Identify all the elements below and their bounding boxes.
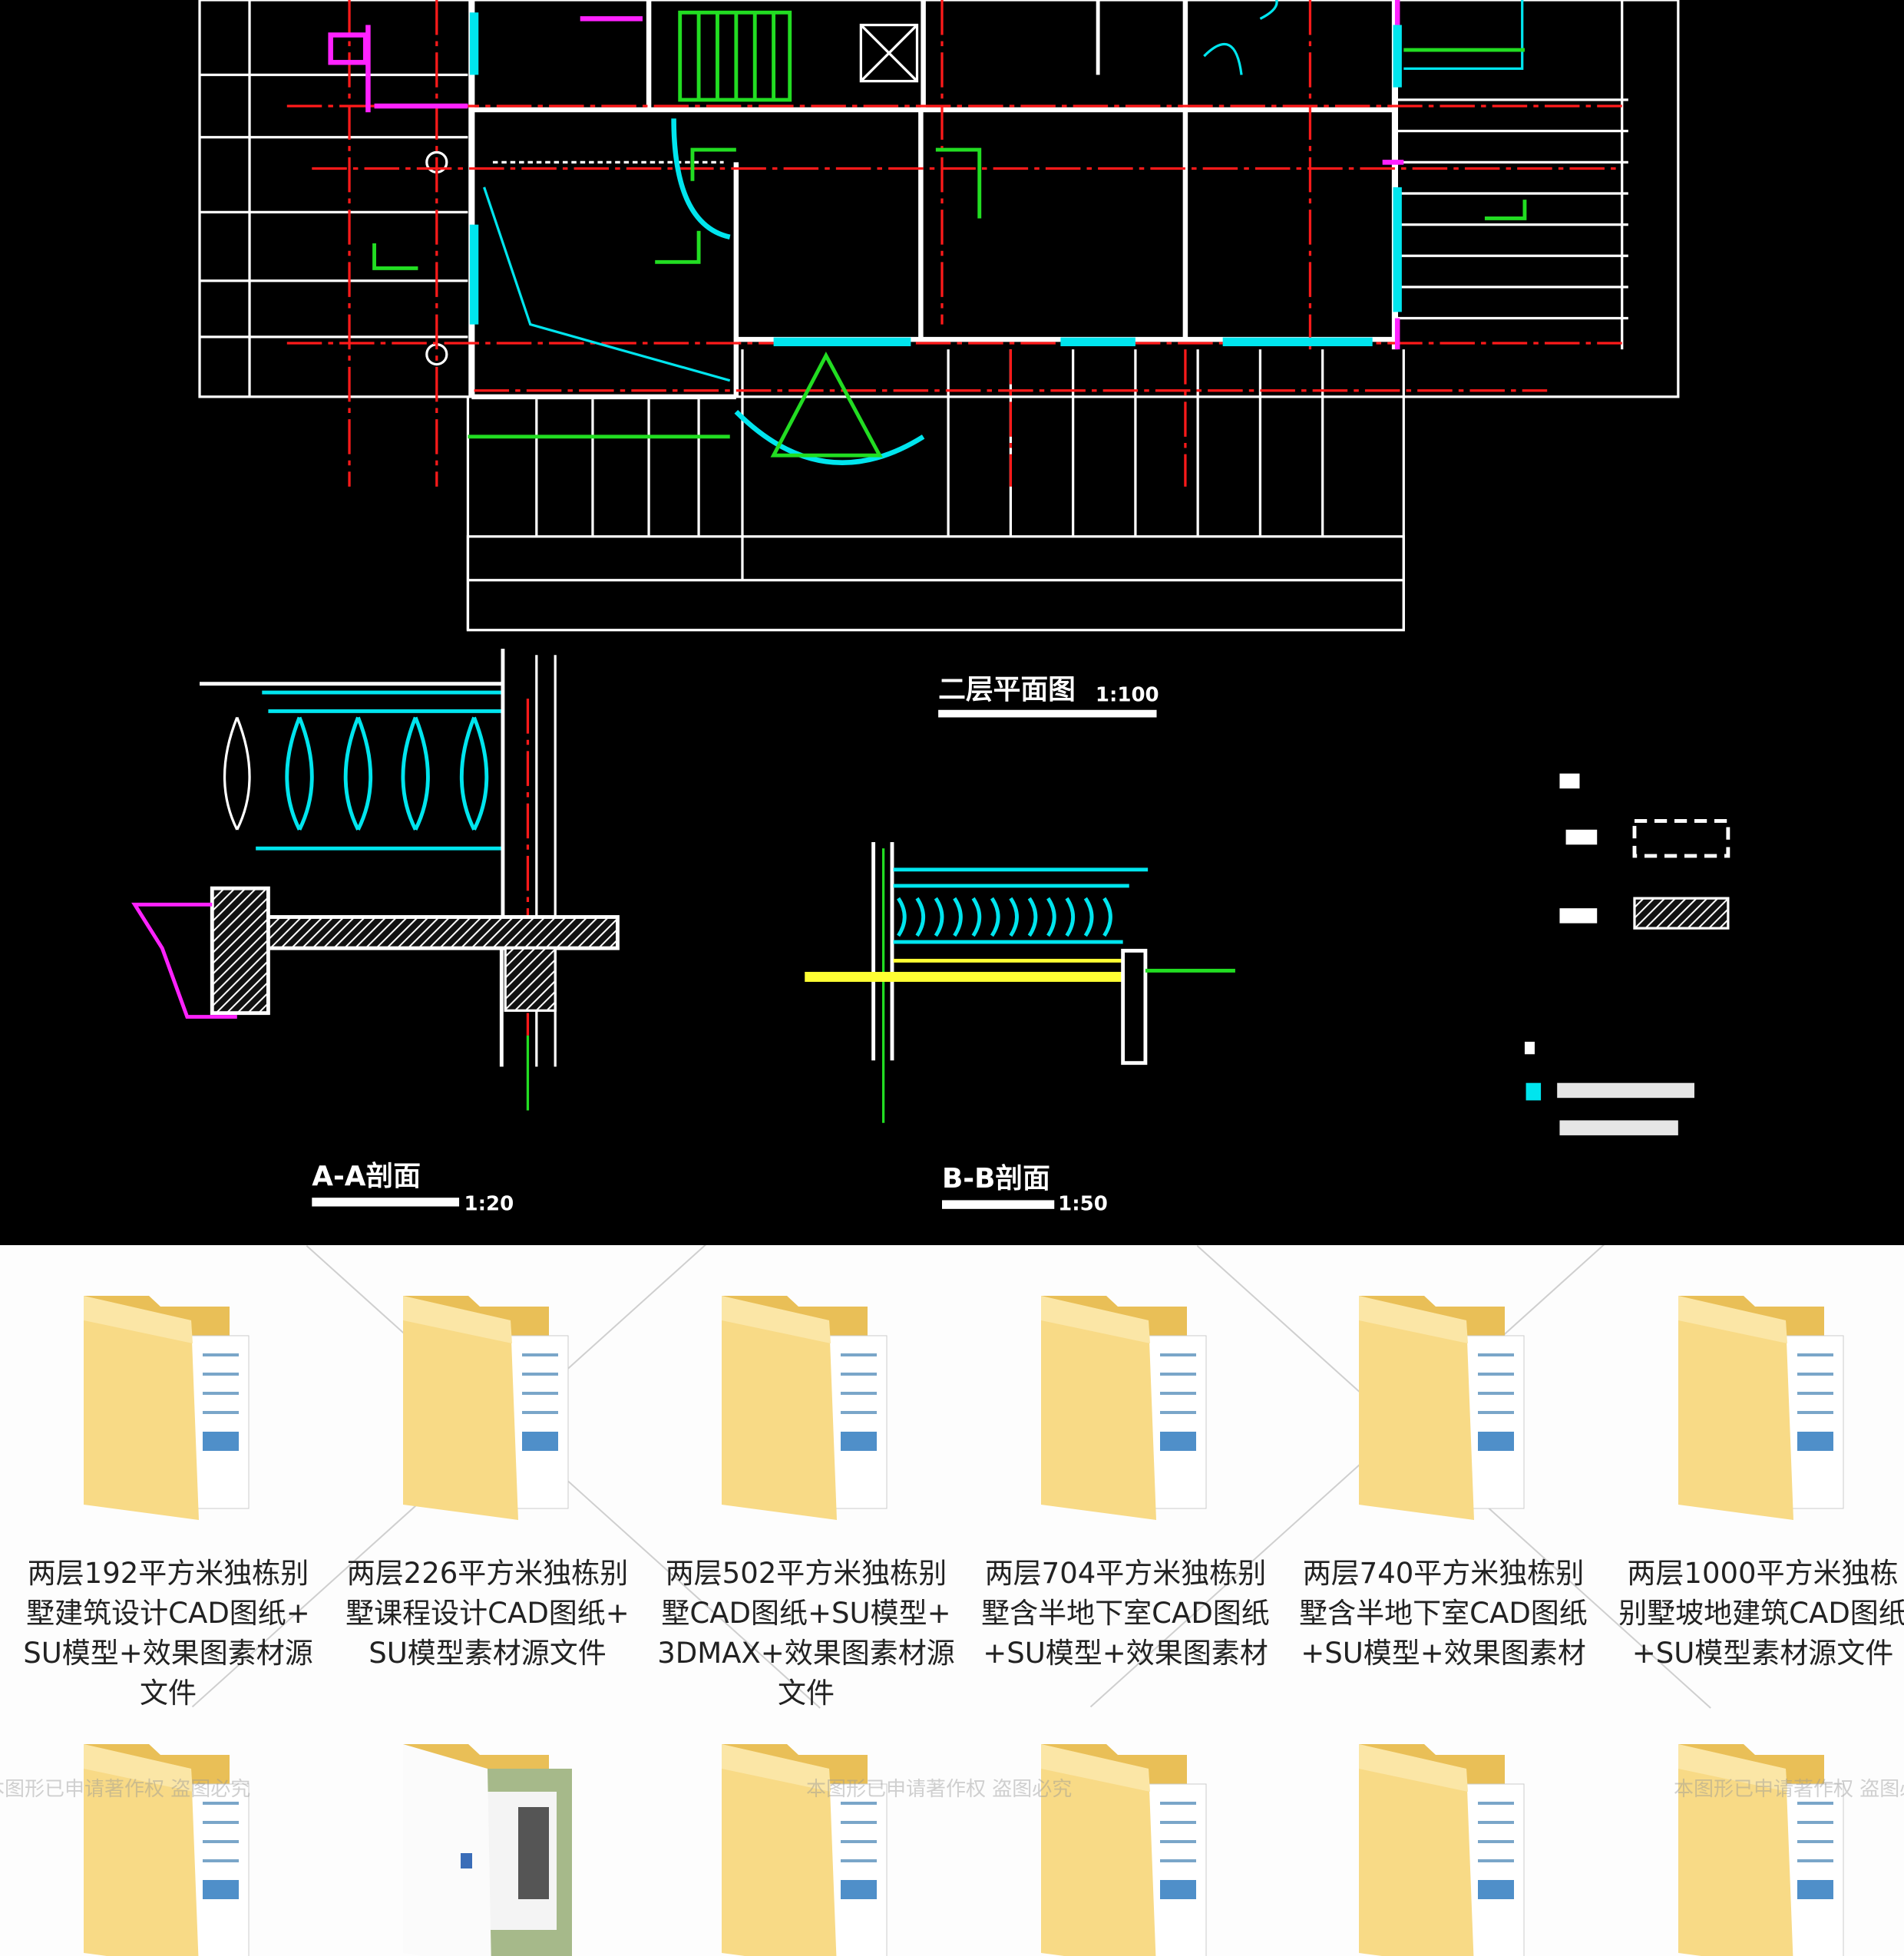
legend-hatch-swatch [1633, 897, 1730, 930]
plan-scale: 1:100 [1096, 683, 1159, 706]
folder-item[interactable]: 两层740平方米独栋别墅含半地下室CAD图纸+SU模型+效果图素材 [1290, 1290, 1597, 1674]
section-a-scale: 1:20 [464, 1192, 514, 1215]
windows [469, 12, 1402, 465]
folder-item[interactable]: 两层226平方米独栋别墅课程设计CAD图纸+SU模型素材源文件 [334, 1290, 641, 1674]
folder-icon [1290, 1738, 1597, 1956]
folder-item[interactable] [972, 1738, 1279, 1956]
folder-item[interactable] [334, 1738, 641, 1956]
folder-item[interactable]: 两层1000平方米独栋别墅坡地建筑CAD图纸+SU模型素材源文件 [1609, 1290, 1904, 1674]
folder-image-icon [334, 1738, 641, 1956]
section-b-scale: 1:50 [1058, 1192, 1108, 1215]
folder-label: 两层740平方米独栋别墅含半地下室CAD图纸+SU模型+效果图素材 [1299, 1557, 1588, 1670]
magenta-elements [328, 0, 1404, 350]
folder-label: 两层704平方米独栋别墅含半地下室CAD图纸+SU模型+效果图素材 [981, 1557, 1270, 1670]
folder-item[interactable] [1290, 1738, 1597, 1956]
folder-label: 两层502平方米独栋别墅CAD图纸+SU模型+3DMAX+效果图素材源文件 [657, 1557, 955, 1710]
watermark-text: 本图形已申请著作权 盗图必究 [806, 1778, 1073, 1801]
folder-icon [15, 1290, 322, 1523]
folder-item[interactable] [15, 1738, 322, 1956]
watermark-text: 本图形已申请著作权 盗图必究 [1674, 1778, 1904, 1801]
folder-icon [653, 1738, 960, 1956]
floor-plan-drawing: 二层平面图 1:100 A-A剖面 1:20 B-B剖面 1:50 [131, 0, 1730, 1215]
stair [372, 10, 1527, 458]
folder-label: 两层192平方米独栋别墅建筑设计CAD图纸+SU模型+效果图素材源文件 [23, 1557, 313, 1710]
section-b-title: B-B剖面 [942, 1163, 1050, 1194]
folder-icon [334, 1290, 641, 1523]
folder-icon [15, 1738, 322, 1956]
legend-dashed-swatch [1632, 818, 1730, 858]
legend [1524, 773, 1730, 1135]
section-b-b [805, 842, 1235, 1123]
section-a-a [131, 649, 620, 1111]
cad-drawing-preview: 二层平面图 1:100 A-A剖面 1:20 B-B剖面 1:50 [0, 0, 1904, 1245]
folder-item[interactable]: 两层192平方米独栋别墅建筑设计CAD图纸+SU模型+效果图素材源文件 [15, 1290, 322, 1713]
folder-icon [653, 1290, 960, 1523]
folder-label: 两层226平方米独栋别墅课程设计CAD图纸+SU模型素材源文件 [345, 1557, 630, 1670]
section-a-title: A-A剖面 [312, 1161, 421, 1192]
plan-walls [198, 0, 1680, 632]
folder-item[interactable]: 两层502平方米独栋别墅CAD图纸+SU模型+3DMAX+效果图素材源文件 [653, 1290, 960, 1713]
folder-item[interactable] [653, 1738, 960, 1956]
axis-lines [286, 0, 1622, 1036]
folder-label: 两层1000平方米独栋别墅坡地建筑CAD图纸+SU模型素材源文件 [1618, 1557, 1904, 1670]
folder-icon [1609, 1290, 1904, 1523]
plan-title: 二层平面图 [938, 674, 1076, 705]
file-explorer-grid: 两层192平方米独栋别墅建筑设计CAD图纸+SU模型+效果图素材源文件 两层22… [0, 1245, 1904, 1956]
folder-icon [1290, 1290, 1597, 1523]
folder-icon [972, 1290, 1279, 1523]
folder-item[interactable]: 两层704平方米独栋别墅含半地下室CAD图纸+SU模型+效果图素材 [972, 1290, 1279, 1674]
watermark-text: 本图形已申请著作权 盗图必究 [0, 1778, 251, 1801]
folder-icon [972, 1738, 1279, 1956]
folder-item[interactable] [1609, 1738, 1904, 1956]
folder-icon [1609, 1738, 1904, 1956]
